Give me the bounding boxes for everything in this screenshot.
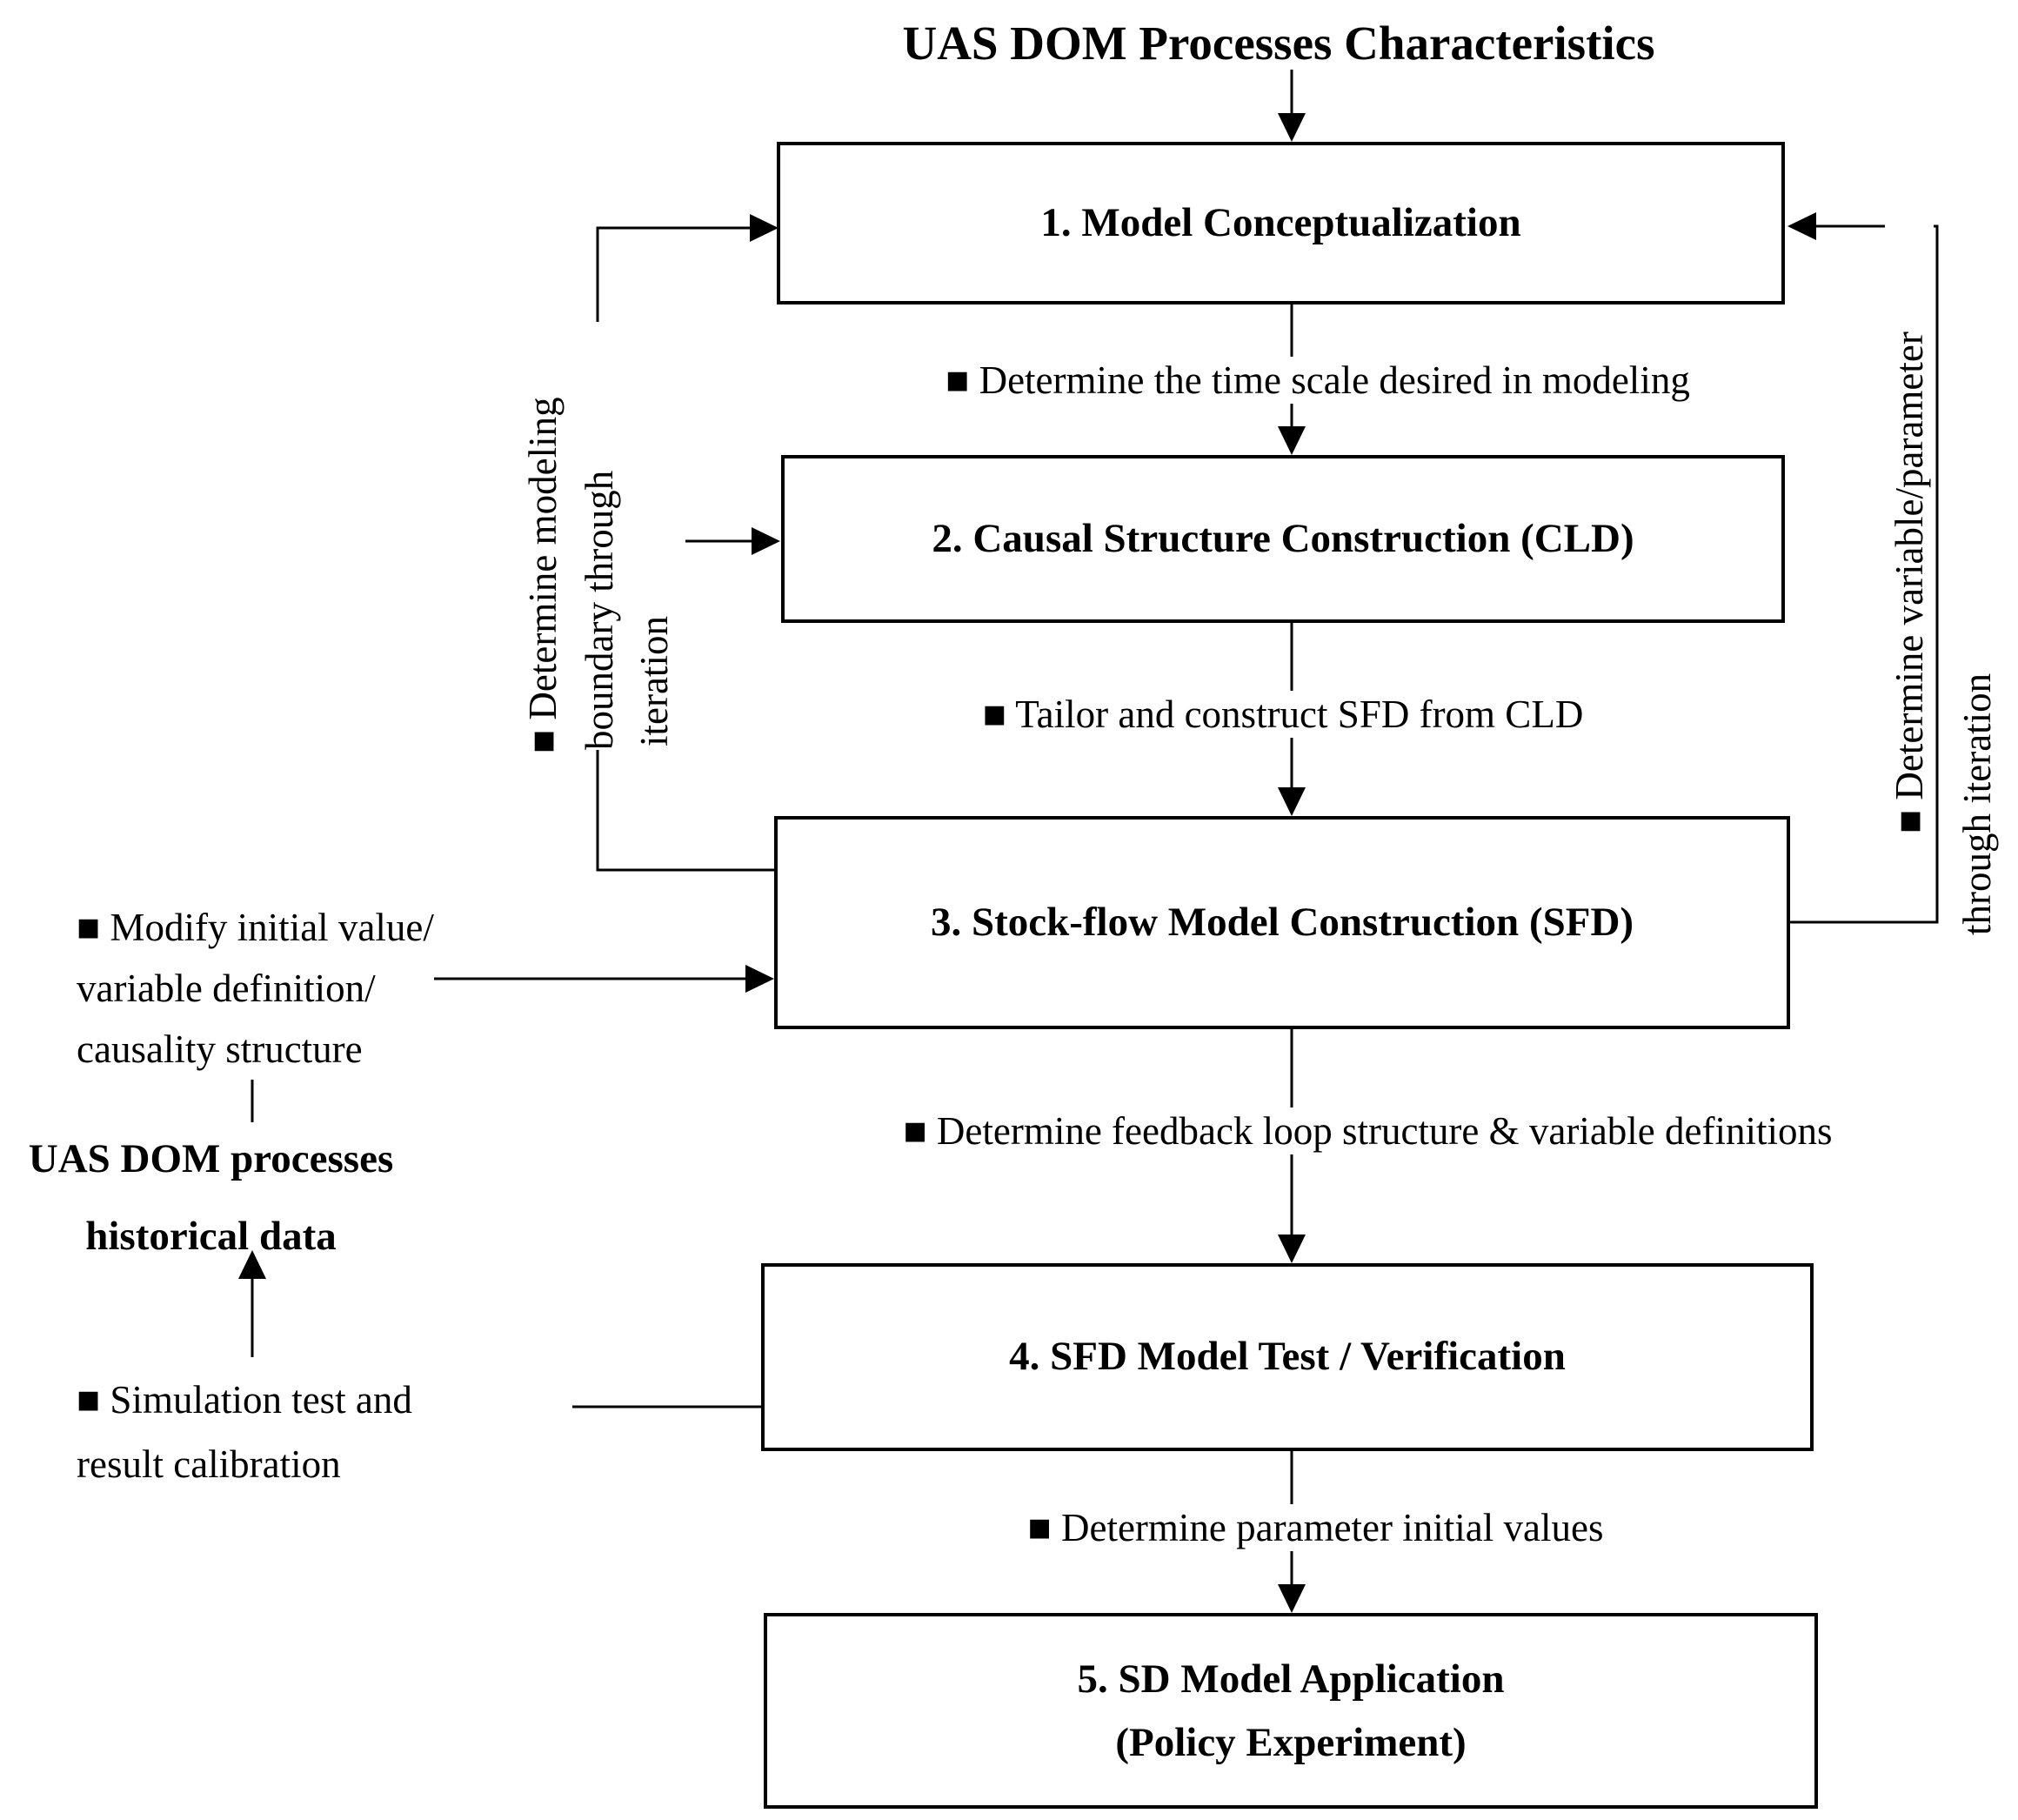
process-box-5-label: 5. SD Model Application xyxy=(1077,1656,1505,1702)
annotation-tailor-sfd: ■ Tailor and construct SFD from CLD xyxy=(870,691,1696,738)
process-box-2-label: 2. Causal Structure Construction (CLD) xyxy=(932,515,1634,561)
arrow-leftnote-to-box2 xyxy=(685,527,780,555)
label-historical-data: UAS DOM processes historical data xyxy=(9,1121,413,1276)
process-box-4: 4. SFD Model Test / Verification xyxy=(761,1263,1814,1451)
annotation-modify-line2: variable definition/ xyxy=(77,966,376,1010)
annotation-modeling-boundary-line2: boundary through xyxy=(575,322,625,750)
feedback-right-box3-to-box1 xyxy=(1787,212,1939,924)
label-historical-line2: historical data xyxy=(85,1214,337,1260)
annotation-variable-parameter-line2: through iteration xyxy=(1953,472,2002,935)
annotation-feedback-loop: ■ Determine feedback loop structure & va… xyxy=(731,1107,2005,1154)
process-box-1: 1. Model Conceptualization xyxy=(777,142,1785,304)
annotation-time-scale: ■ Determine the time scale desired in mo… xyxy=(809,357,1827,404)
process-box-3-label: 3. Stock-flow Model Construction (SFD) xyxy=(930,899,1634,945)
process-box-3: 3. Stock-flow Model Construction (SFD) xyxy=(774,816,1790,1029)
annotation-simulation-line2: result calibration xyxy=(77,1442,341,1487)
diagram-title: UAS DOM Processes Characteristics xyxy=(902,17,1655,70)
annotation-modify-line3: causality structure xyxy=(77,1027,363,1071)
arrow-simulation-to-historical xyxy=(238,1250,266,1357)
process-box-5: 5. SD Model Application (Policy Experime… xyxy=(764,1613,1818,1809)
annotation-modify-initial-value: ■ Modify initial value/ variable definit… xyxy=(77,898,434,1081)
annotation-modify-line1: ■ Modify initial value/ xyxy=(77,906,434,949)
process-box-5-sublabel: (Policy Experiment) xyxy=(1115,1719,1467,1765)
arrow-title-to-box1 xyxy=(1278,70,1306,142)
annotation-modeling-boundary-line1: ■ Determine modeling xyxy=(518,238,568,753)
annotation-parameter-values: ■ Determine parameter initial values xyxy=(913,1504,1718,1551)
annotation-modeling-boundary-line3: iteration xyxy=(630,484,679,746)
annotation-variable-parameter-line1: ■ Determine variable/parameter xyxy=(1885,144,1934,833)
process-box-1-label: 1. Model Conceptualization xyxy=(1040,199,1521,245)
annotation-simulation-line1: ■ Simulation test and xyxy=(77,1378,412,1422)
process-box-2: 2. Causal Structure Construction (CLD) xyxy=(781,455,1785,623)
process-box-4-label: 4. SFD Model Test / Verification xyxy=(1009,1334,1566,1380)
label-historical-line1: UAS DOM processes xyxy=(28,1136,394,1181)
annotation-simulation-test: ■ Simulation test and result calibration xyxy=(77,1368,412,1497)
